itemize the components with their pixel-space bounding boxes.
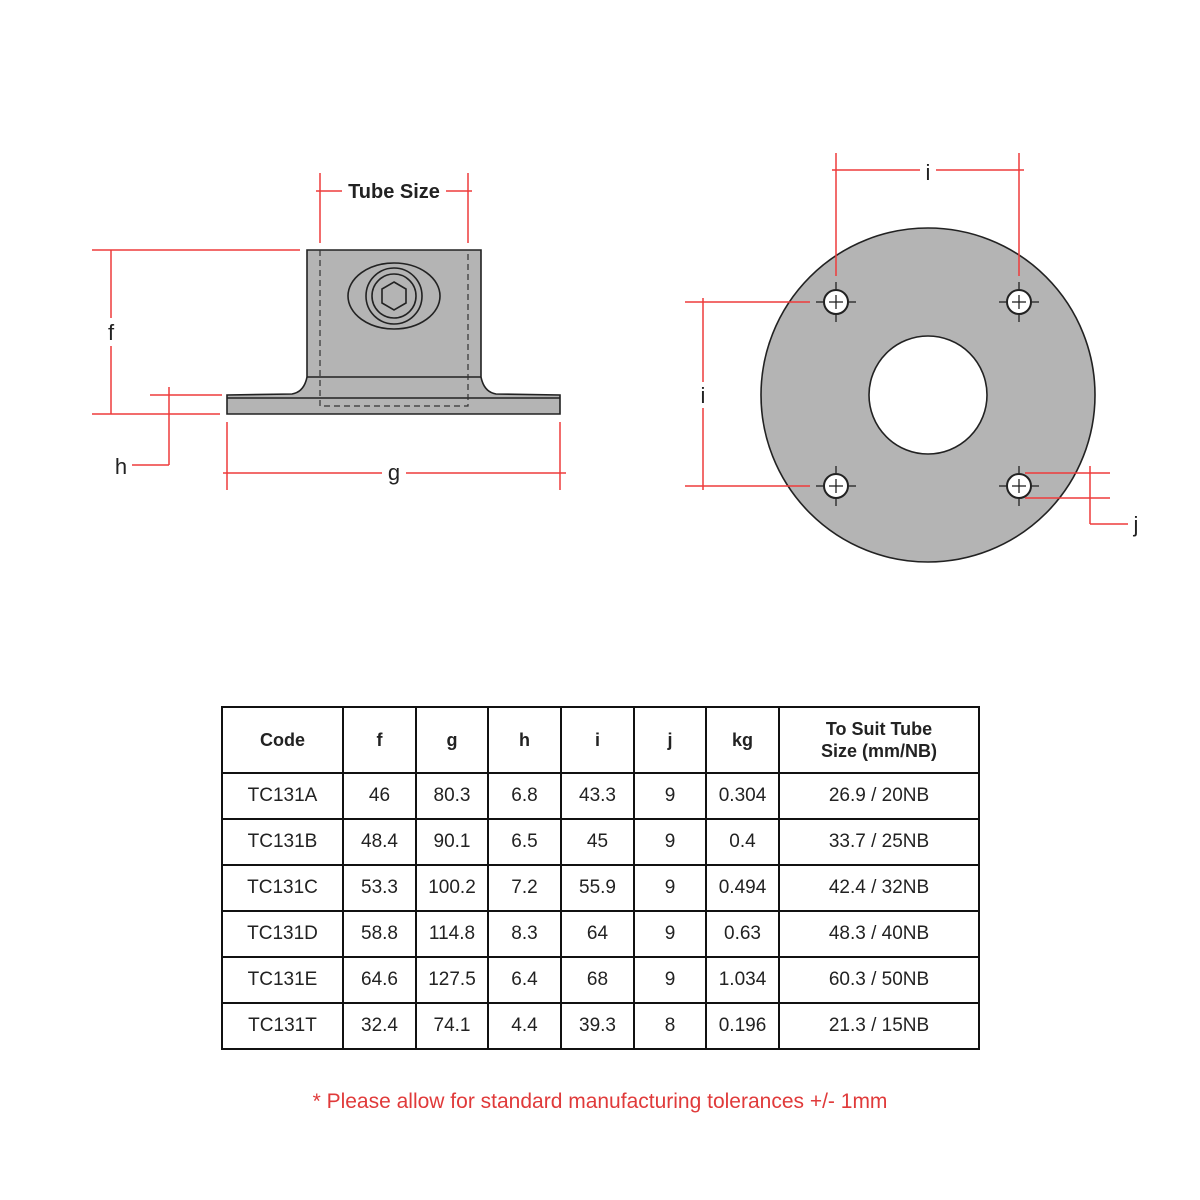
table-cell: 9	[633, 772, 707, 820]
column-header: i	[560, 706, 635, 774]
table-cell: 8.3	[487, 910, 562, 958]
mounting-hole-icon	[999, 466, 1039, 506]
column-header: To Suit Tube Size (mm/NB)	[778, 706, 980, 774]
table-cell: 6.4	[487, 956, 562, 1004]
table-cell: 64.6	[342, 956, 417, 1004]
table-cell: 6.8	[487, 772, 562, 820]
table-cell: 9	[633, 818, 707, 866]
table-cell: 6.5	[487, 818, 562, 866]
i-vertical-label: i	[701, 383, 706, 408]
column-header: kg	[705, 706, 780, 774]
table-cell: 53.3	[342, 864, 417, 912]
set-screw-inner	[371, 273, 417, 319]
g-label: g	[388, 460, 400, 485]
table-cell: 55.9	[560, 864, 635, 912]
product-code-cell: TC131D	[221, 910, 344, 958]
table-cell: 42.4 / 32NB	[778, 864, 980, 912]
table-cell: 7.2	[487, 864, 562, 912]
hidden-tube-outline	[319, 250, 469, 407]
table-cell: 0.196	[705, 1002, 780, 1050]
table-cell: 43.3	[560, 772, 635, 820]
table-cell: 127.5	[415, 956, 489, 1004]
table-cell: 90.1	[415, 818, 489, 866]
table-cell: 9	[633, 910, 707, 958]
column-header: h	[487, 706, 562, 774]
table-cell: 48.3 / 40NB	[778, 910, 980, 958]
table-cell: 21.3 / 15NB	[778, 1002, 980, 1050]
product-code-cell: TC131B	[221, 818, 344, 866]
h-label: h	[115, 454, 127, 479]
set-screw-outer	[365, 267, 423, 325]
table-cell: 100.2	[415, 864, 489, 912]
table-cell: 60.3 / 50NB	[778, 956, 980, 1004]
hex-socket-icon	[381, 281, 407, 311]
column-header: g	[415, 706, 489, 774]
table-cell: 9	[633, 956, 707, 1004]
product-code-cell: TC131A	[221, 772, 344, 820]
part-body	[226, 249, 561, 415]
table-cell: 0.63	[705, 910, 780, 958]
table-cell: 45	[560, 818, 635, 866]
column-header: j	[633, 706, 707, 774]
table-cell: 80.3	[415, 772, 489, 820]
table-cell: 9	[633, 864, 707, 912]
table-cell: 26.9 / 20NB	[778, 772, 980, 820]
center-hole	[868, 335, 988, 455]
product-code-cell: TC131T	[221, 1002, 344, 1050]
product-code-cell: TC131E	[221, 956, 344, 1004]
mounting-hole-icon	[816, 282, 856, 322]
i-vertical-dimension: i	[685, 298, 810, 490]
table-cell: 74.1	[415, 1002, 489, 1050]
mounting-hole-icon	[816, 466, 856, 506]
table-cell: 64	[560, 910, 635, 958]
mounting-holes	[816, 282, 1039, 506]
h-dimension: h	[115, 387, 222, 479]
column-header: f	[342, 706, 417, 774]
tube-size-label: Tube Size	[348, 181, 440, 203]
table-cell: 33.7 / 25NB	[778, 818, 980, 866]
table-cell: 68	[560, 956, 635, 1004]
table-cell: 48.4	[342, 818, 417, 866]
table-cell: 0.304	[705, 772, 780, 820]
product-code-cell: TC131C	[221, 864, 344, 912]
table-cell: 0.4	[705, 818, 780, 866]
mounting-hole-icon	[999, 282, 1039, 322]
side-view: Tube Size f h g	[92, 173, 566, 490]
table-cell: 0.494	[705, 864, 780, 912]
j-dimension: j	[1025, 466, 1138, 537]
i-horizontal-dimension: i	[832, 153, 1024, 276]
g-dimension: g	[223, 422, 566, 490]
table-cell: 114.8	[415, 910, 489, 958]
f-dimension: f	[92, 249, 300, 415]
table-cell: 32.4	[342, 1002, 417, 1050]
set-screw-boss	[347, 262, 441, 330]
table-cell: 58.8	[342, 910, 417, 958]
table-cell: 46	[342, 772, 417, 820]
tube-size-dimension: Tube Size	[316, 173, 472, 243]
i-horizontal-label: i	[926, 160, 931, 185]
table-cell: 8	[633, 1002, 707, 1050]
f-label: f	[108, 320, 115, 345]
top-view: i i j	[685, 153, 1138, 563]
table-cell: 1.034	[705, 956, 780, 1004]
table-cell: 39.3	[560, 1002, 635, 1050]
tolerance-footnote: * Please allow for standard manufacturin…	[312, 1090, 888, 1113]
j-label: j	[1133, 512, 1139, 537]
column-header: Code	[221, 706, 344, 774]
table-cell: 4.4	[487, 1002, 562, 1050]
